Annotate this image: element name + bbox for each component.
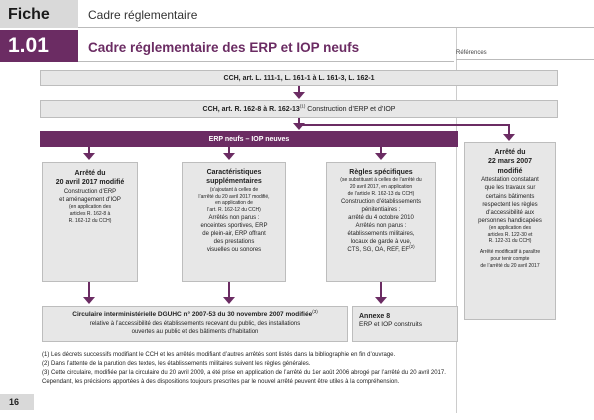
box-text: locaux de garde à vue, (350, 239, 412, 246)
references-column-rule (456, 28, 457, 413)
box-text: Arrêtés non parus : (355, 222, 407, 229)
box-title: 22 mars 2007 (488, 158, 532, 166)
cch-regulatory-text: CCH, art. R. 162-8 à R. 162-13 (202, 106, 300, 113)
box-title: 20 avril 2017 modifié (55, 179, 125, 187)
footnote-ref: (3) (312, 308, 318, 314)
arrow-down-icon (83, 153, 95, 160)
footnote-1: (1) Les décrets successifs modifiant le … (42, 352, 396, 358)
arrow-down-icon (375, 297, 387, 304)
circulaire-text: relative à l’accessibilité des établisse… (89, 320, 301, 327)
box-text: Arrêtés non parus : (208, 214, 260, 221)
box-note: (en application des (69, 204, 111, 211)
connector (228, 147, 230, 153)
box-text: CTS, SG, OA, REF, EF(2) (327, 244, 435, 254)
box-note: R. 162-12 du CCH) (68, 217, 112, 224)
box-note: l’arrêté du 20 avril 2017 modifié, (198, 193, 270, 200)
rubrique-title: Cadre réglementaire (78, 0, 594, 28)
box-note: R. 122-31 du CCH) (488, 238, 532, 245)
box-note: articles R. 162-8 à (69, 210, 111, 217)
box-title: Arrêté du (494, 149, 526, 156)
connector (298, 118, 300, 123)
references-label: Références (456, 50, 487, 56)
page-number: 16 (0, 394, 34, 410)
footnote-2: (2) Dans l’attente de la parution des te… (42, 361, 311, 367)
box-text: Construction d’établissements (340, 198, 422, 205)
arrow-down-icon (503, 134, 515, 141)
box-text: des prestations (213, 239, 255, 246)
box-note: Arrêté modificatif à paraître (479, 249, 541, 256)
connector (508, 124, 510, 134)
box-title: Caractéristiques (206, 169, 262, 176)
footnote-ref: (1) (299, 103, 306, 109)
circulaire-box: Circulaire interministérielle DGUHC n° 2… (42, 306, 348, 342)
connector (88, 147, 90, 153)
box-note: l’art. R. 162-12 du CCH) (207, 207, 261, 214)
box-note: de l’article R. 162-13 du CCH) (347, 190, 415, 197)
footnote-3-continued: Cependant, les précisions apportées à de… (42, 379, 400, 385)
arrete-2017-box: Arrêté du 20 avril 2017 modifié Construc… (42, 162, 138, 282)
references-divider (456, 59, 594, 60)
box-note: articles R. 122-30 et (487, 231, 533, 238)
box-title: supplémentaires (206, 178, 262, 186)
cch-legislative-text: CCH, art. L. 111-1, L. 161-1 à L. 161-3,… (223, 75, 375, 82)
box-text: visuelles ou sonores (206, 247, 262, 254)
erp-iop-text: ERP neufs – IOP neuves (208, 136, 290, 143)
box-note: (se substituant à celles de l’arrêté du (340, 177, 422, 184)
connector (88, 282, 90, 297)
cch-regulatory-suffix: Construction d’ERP et d’IOP (305, 106, 396, 113)
connector (228, 282, 230, 297)
footnote-ref: (2) (409, 244, 415, 250)
circulaire-title: Circulaire interministérielle DGUHC n° 2… (72, 311, 313, 318)
regles-specifiques-box: Règles spécifiques (se substituant à cel… (326, 162, 436, 282)
circulaire-text: ouvertes au public et des bâtiments d’ha… (131, 328, 259, 335)
box-title: Règles spécifiques (349, 169, 413, 176)
fiche-label: Fiche (0, 0, 78, 28)
box-text: respectent les règles (482, 201, 538, 208)
box-note: (en application des (489, 224, 531, 231)
box-title: modifié (497, 167, 523, 175)
box-text: de plein-air, ERP offrant (202, 231, 266, 238)
arrow-down-icon (223, 153, 235, 160)
cch-legislative-box: CCH, art. L. 111-1, L. 161-1 à L. 161-3,… (40, 70, 558, 86)
box-text: Construction d’ERP (63, 188, 117, 195)
box-text: d’accessibilité aux (485, 209, 535, 216)
annexe-box: Annexe 8 ERP et IOP construits (352, 306, 458, 342)
title-divider (78, 61, 454, 62)
box-text: certains bâtiments (485, 193, 535, 200)
box-text: pénitentiaires : (361, 206, 401, 213)
box-note: pour tenir compte (490, 255, 530, 262)
annexe-title: Annexe 8 (359, 313, 391, 320)
connector (298, 86, 300, 92)
footnote-3: (3) Cette circulaire, modifiée par la ci… (42, 370, 446, 376)
arrete-2007-box: Arrêté du 22 mars 2007 modifié Attestati… (464, 142, 556, 320)
box-text: établissements militaires, (347, 231, 415, 238)
annexe-text: ERP et IOP construits (359, 321, 422, 329)
arrow-down-icon (223, 297, 235, 304)
box-text: Attestation constatant (481, 177, 539, 184)
erp-iop-bar: ERP neufs – IOP neuves (40, 131, 458, 147)
circulaire-title-line: Circulaire interministérielle DGUHC n° 2… (43, 308, 347, 320)
fiche-number: 1.01 (0, 30, 78, 62)
arrow-down-icon (83, 297, 95, 304)
box-title: Arrêté du (74, 170, 106, 177)
box-note: (s’ajoutant à celles de (209, 186, 259, 193)
box-text: que les travaux sur (484, 185, 536, 192)
cch-regulatory-box: CCH, art. R. 162-8 à R. 162-13(1) Constr… (40, 100, 558, 118)
caracteristiques-box: Caractéristiques supplémentaires (s’ajou… (182, 162, 286, 282)
box-text-inline: CTS, SG, OA, REF, EF (347, 247, 410, 254)
box-note: en application de (215, 200, 253, 207)
connector (380, 147, 382, 153)
box-text: arrêté du 4 octobre 2010 (348, 214, 414, 221)
arrow-down-icon (293, 123, 305, 130)
box-text: et aménagement d’IOP (59, 196, 121, 203)
page-title: Cadre réglementaire des ERP et IOP neufs (88, 40, 360, 55)
box-note: 20 avril 2017, en application (349, 184, 413, 191)
box-text: enceintes sportives, ERP (200, 222, 268, 229)
arrow-down-icon (293, 92, 305, 99)
connector (298, 124, 510, 126)
box-text: personnes handicapées (478, 217, 542, 224)
arrow-down-icon (375, 153, 387, 160)
box-note: de l’arrêté du 20 avril 2017 (480, 262, 540, 269)
connector (380, 282, 382, 297)
